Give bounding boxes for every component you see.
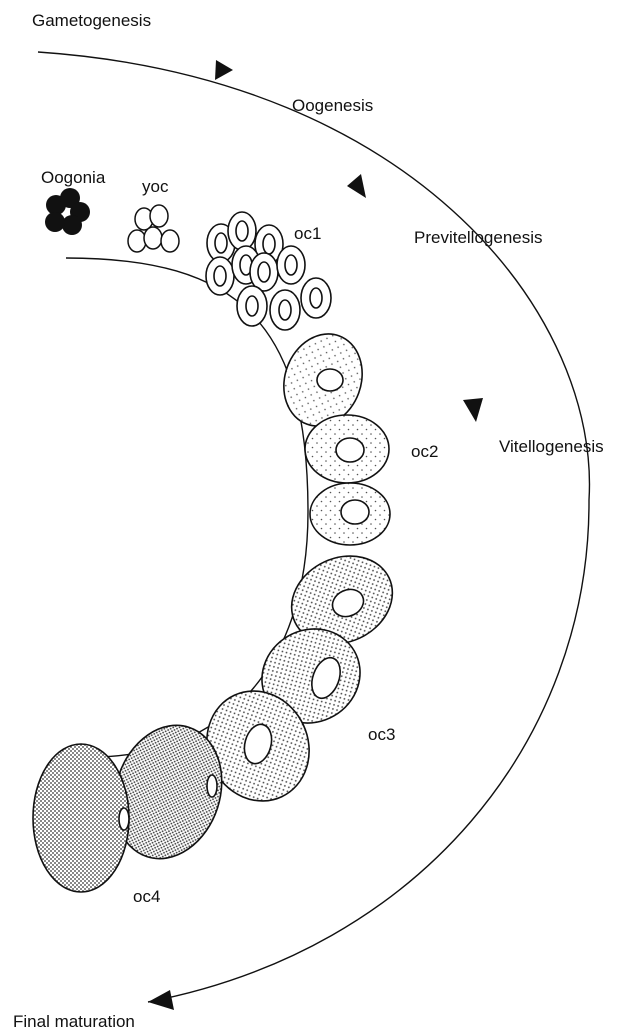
arrowhead-final-maturation — [148, 990, 174, 1010]
oc1-label: oc1 — [294, 224, 321, 243]
final-maturation-label: Final maturation — [13, 1012, 135, 1031]
arrowhead-oogenesis — [215, 60, 233, 80]
oc2-label: oc2 — [411, 442, 438, 461]
arrowhead-vitellogenesis — [463, 398, 483, 422]
oogonia-cluster — [45, 188, 90, 235]
oc4-cells — [33, 711, 238, 892]
previtellogenesis-label: Previtellogenesis — [414, 228, 543, 247]
gametogenesis-label: Gametogenesis — [32, 11, 151, 30]
oogonia-label: Oogonia — [41, 168, 106, 187]
oc2-cells — [271, 323, 390, 545]
arrowhead-previtellogenesis — [347, 174, 366, 198]
oc4-label: oc4 — [133, 887, 160, 906]
yoc-cluster — [128, 205, 179, 252]
oc3-label: oc3 — [368, 725, 395, 744]
oogenesis-label: Oogenesis — [292, 96, 373, 115]
yoc-label: yoc — [142, 177, 169, 196]
